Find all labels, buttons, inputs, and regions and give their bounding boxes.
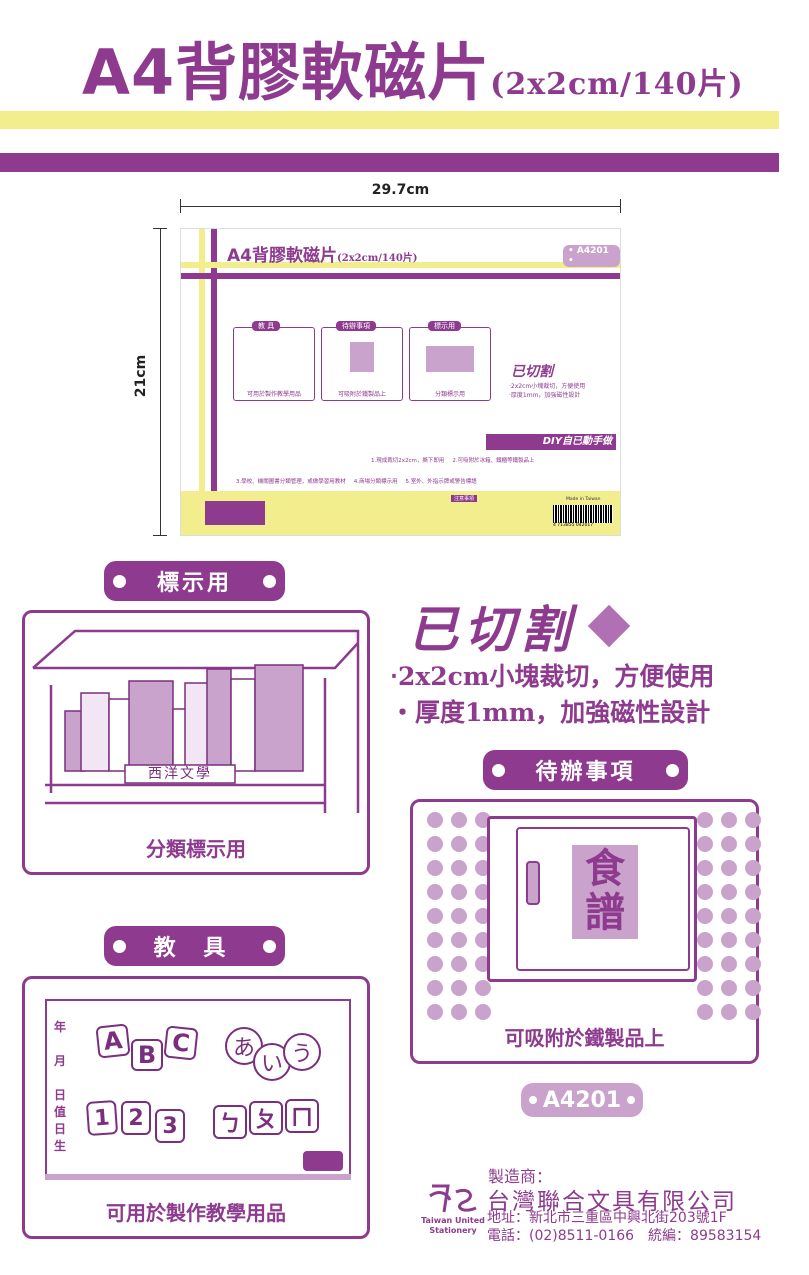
maker-name: 台灣聯合文具有限公司	[487, 1189, 737, 1215]
recipe-char-1: 食	[585, 846, 625, 892]
teach-caption: 可用於製作教學用品	[106, 1201, 286, 1225]
package-diy: DIY自已動手做	[486, 434, 616, 450]
tile-A: A	[95, 1023, 131, 1059]
todo-panel: 食 譜 可吸附於鐵製品上	[410, 799, 761, 1064]
teach-panel: 年 月 日 值 日 生 A B C あ い う 1 2 3 ㄅ ㄆ ㄇ 可用於製…	[22, 976, 370, 1239]
page-title: A4背膠軟磁片(2x2cm/140片)	[82, 22, 744, 112]
product-code-badge: A4201	[521, 1083, 643, 1117]
tag-teach: 教 具	[104, 926, 285, 966]
tile-B: B	[131, 1039, 163, 1071]
tag-sign: 標示用	[104, 561, 285, 601]
tile-2: 2	[121, 1101, 151, 1135]
todo-caption: 可吸附於鐵製品上	[504, 1026, 665, 1050]
title-subtitle: (2x2cm/140片)	[490, 67, 744, 102]
recipe-char-2: 譜	[585, 890, 625, 936]
package-preview: A4背膠軟磁片(2x2cm/140片) • A4201 • 教 具 可用於製作教…	[180, 228, 621, 536]
dot-icon	[528, 1096, 537, 1104]
fridge-handle	[526, 861, 540, 905]
eraser	[303, 1151, 343, 1171]
package-code: • A4201 •	[563, 245, 620, 267]
tag-todo: 待辦事項	[483, 750, 688, 790]
barcode	[553, 505, 613, 523]
tile-bo: ㄅ	[213, 1105, 247, 1139]
fridge: 食 譜	[487, 816, 697, 982]
tile-mo: ㄇ	[285, 1099, 319, 1133]
package-cut-title: 已切割	[511, 364, 553, 380]
dot-icon	[627, 1096, 636, 1104]
tile-1: 1	[85, 1099, 119, 1137]
width-dimension: 29.7cm	[180, 182, 621, 213]
tile-po: ㄆ	[249, 1101, 283, 1135]
diamond-icon	[587, 604, 631, 648]
yellow-band	[0, 111, 779, 129]
tile-C: C	[163, 1025, 199, 1061]
height-label: 21cm	[133, 354, 150, 398]
shelf-label: 西洋文學	[148, 766, 212, 782]
dots-right	[697, 812, 761, 1020]
cut-title: 已切割	[408, 590, 631, 662]
width-label: 29.7cm	[371, 182, 430, 198]
cut-point-1: ‧2x2cm小塊裁切，方便使用	[390, 662, 715, 691]
dots-left	[427, 812, 491, 1020]
tus-logo-icon	[429, 1184, 477, 1213]
sign-panel: 西洋文學 分類標示用	[22, 610, 370, 875]
package-title: A4背膠軟磁片(2x2cm/140片)	[227, 246, 418, 266]
whiteboard: 年 月 日 值 日 生 A B C あ い う 1 2 3 ㄅ ㄆ ㄇ	[45, 999, 351, 1178]
kana-i: い	[253, 1043, 291, 1081]
purple-band	[0, 153, 779, 172]
recipe-card: 食 譜	[572, 845, 638, 939]
tile-3: 3	[155, 1109, 185, 1143]
maker-label: 製造商：	[488, 1167, 553, 1186]
height-dimension: 21cm	[130, 228, 170, 536]
title-text: A4背膠軟磁片	[82, 36, 491, 109]
kana-u: う	[283, 1033, 321, 1071]
maker-logo: Taiwan United Stationery	[420, 1182, 486, 1238]
cut-point-2: ‧厚度1mm，加強磁性設計	[390, 698, 711, 727]
maker-phone: 電話：(02)8511-0166 統編：89583154	[487, 1228, 762, 1244]
bookshelf-illustration	[32, 629, 360, 813]
sign-caption: 分類標示用	[146, 837, 246, 861]
maker-address: 地址：新北市三重區中興北街203號1F	[487, 1210, 727, 1226]
